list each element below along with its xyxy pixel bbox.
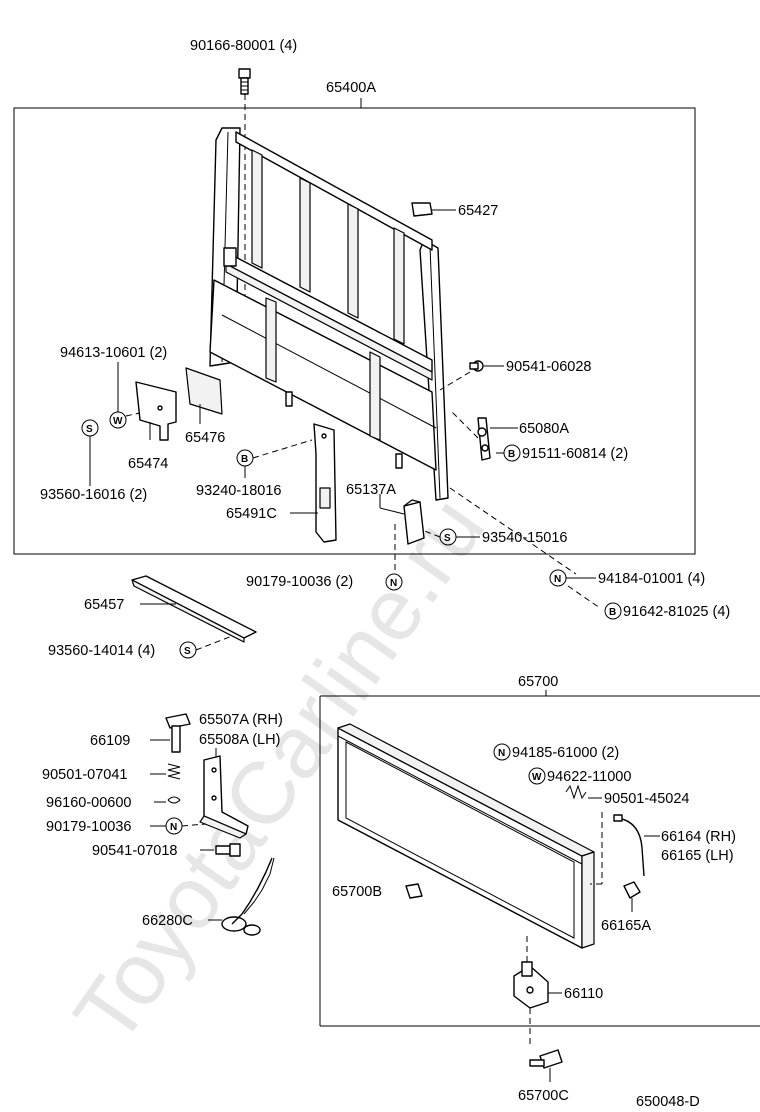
svg-text:S: S: [444, 533, 451, 544]
svg-text:W: W: [532, 772, 542, 783]
label-66164: 66164 (RH): [661, 829, 736, 845]
label-90541-07018: 90541-07018: [92, 843, 177, 859]
label-90501-07041: 90501-07041: [42, 767, 127, 783]
bolt-90541-07018-icon: [215, 843, 241, 857]
latch-65080a-icon: [477, 417, 491, 461]
svg-text:B: B: [609, 607, 616, 618]
svg-text:B: B: [508, 449, 515, 460]
assembly-box-65400a: [13, 107, 696, 555]
label-66280c: 66280C: [142, 913, 193, 929]
label-65137a: 65137A: [346, 482, 396, 498]
svg-text:N: N: [498, 748, 505, 759]
label-65476: 65476: [185, 430, 225, 446]
symbol-b-icon: [604, 602, 622, 620]
label-65457: 65457: [84, 597, 124, 613]
plate-65474-icon: [135, 381, 177, 441]
cap-66165a-icon: [623, 881, 641, 899]
clip-96160-icon: [167, 796, 181, 804]
pin-66109-icon: [165, 713, 191, 753]
label-93540: 93540-15016: [482, 530, 567, 546]
svg-text:S: S: [86, 424, 93, 435]
symbol-n-icon: [493, 743, 511, 761]
drawing-number: 650048-D: [636, 1094, 700, 1110]
label-65400a: 65400A: [326, 80, 376, 96]
bolt-90166-icon: [238, 68, 251, 95]
pad-65476-icon: [185, 367, 223, 415]
cap-65700b-icon: [405, 883, 423, 899]
label-65700c: 65700C: [518, 1088, 569, 1104]
svg-text:B: B: [241, 454, 248, 465]
label-65427: 65427: [458, 203, 498, 219]
svg-text:W: W: [113, 416, 123, 427]
svg-text:N: N: [170, 822, 177, 833]
svg-text:N: N: [554, 574, 561, 585]
headboard-rack-icon: [209, 127, 449, 501]
label-65700: 65700: [518, 674, 558, 690]
spring-90501-07041-icon: [167, 763, 181, 780]
label-66165: 66165 (LH): [661, 848, 734, 864]
label-94622: 94622-11000: [547, 769, 631, 785]
bolt-90541-06028-icon: [469, 360, 484, 372]
label-65507a: 65507A (RH): [199, 712, 283, 728]
label-65080a: 65080A: [519, 421, 569, 437]
label-65700b: 65700B: [332, 884, 382, 900]
chain-66280c-icon: [221, 857, 275, 936]
label-93240: 93240-18016: [196, 483, 281, 499]
rail-65457-icon: [131, 575, 257, 643]
label-93560-14014: 93560-14014 (4): [48, 643, 155, 659]
hinge-66110-icon: [513, 961, 549, 1009]
svg-text:N: N: [390, 578, 397, 589]
block-65137a-icon: [403, 499, 425, 545]
label-93560-16016: 93560-16016 (2): [40, 487, 147, 503]
label-65508a: 65508A (LH): [199, 732, 280, 748]
label-90166-80001: 90166-80001 (4): [190, 38, 297, 54]
symbol-w-icon: [109, 411, 127, 429]
label-94613: 94613-10601 (2): [60, 345, 167, 361]
label-66109: 66109: [90, 733, 130, 749]
bracket-65507a-icon: [199, 755, 249, 839]
label-94184: 94184-01001 (4): [598, 571, 705, 587]
rod-66164-icon: [613, 814, 645, 877]
bolt-65700c-icon: [529, 1049, 563, 1069]
label-66165a: 66165A: [601, 918, 651, 934]
spring-90501-45024-icon: [565, 784, 587, 800]
label-91511: 91511-60814 (2): [522, 446, 628, 462]
label-90501-45024: 90501-45024: [604, 791, 689, 807]
label-65491c: 65491C: [226, 506, 277, 522]
label-90541-06028: 90541-06028: [506, 359, 591, 375]
clip-65427-icon: [411, 202, 433, 217]
svg-text:S: S: [184, 646, 191, 657]
label-65474: 65474: [128, 456, 168, 472]
symbol-n-icon: [385, 573, 403, 591]
label-90179-10036-2: 90179-10036 (2): [246, 574, 353, 590]
symbol-w-icon: [528, 767, 546, 785]
label-91642: 91642-81025 (4): [623, 604, 730, 620]
bracket-65491c-icon: [313, 423, 337, 543]
label-96160: 96160-00600: [46, 795, 131, 811]
label-94185: 94185-61000 (2): [512, 745, 619, 761]
label-66110: 66110: [564, 986, 603, 1002]
symbol-b-icon: [503, 444, 521, 462]
label-90179-10036: 90179-10036: [46, 819, 131, 835]
tailgate-panel-icon: [337, 723, 595, 949]
